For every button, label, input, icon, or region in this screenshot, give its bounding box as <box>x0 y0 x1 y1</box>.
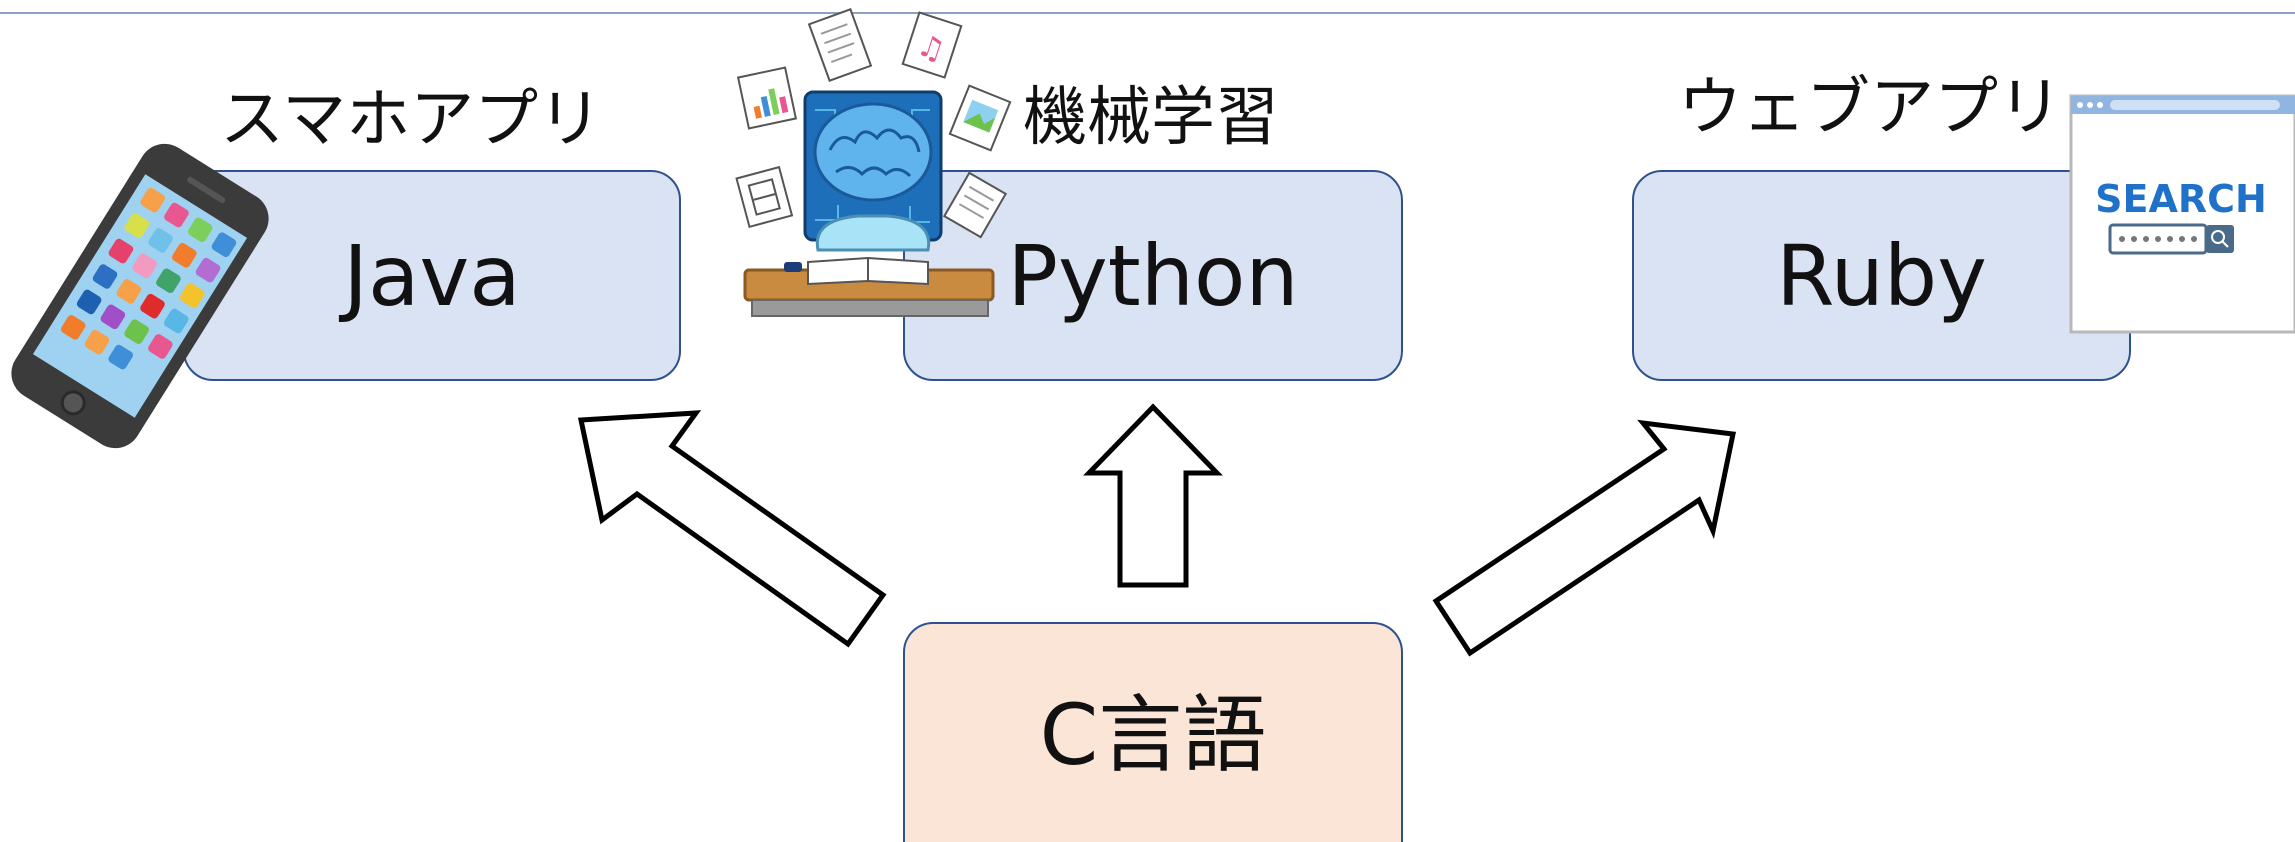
caption-ruby: ウェブアプリ <box>1678 71 2062 145</box>
search-logo: SEARCH <box>2095 177 2267 221</box>
node-c-label: C言語 <box>1039 685 1267 784</box>
node-java: Java <box>183 170 681 381</box>
node-ruby: Ruby <box>1632 170 2131 381</box>
top-divider <box>0 12 2295 14</box>
caption-java: スマホアプリ <box>220 83 603 157</box>
node-java-label: Java <box>343 226 521 325</box>
node-ruby-label: Ruby <box>1776 226 1987 325</box>
node-python-label: Python <box>1007 226 1299 325</box>
caption-python: 機械学習 <box>1023 81 1279 155</box>
node-c: C言語 <box>903 622 1403 842</box>
